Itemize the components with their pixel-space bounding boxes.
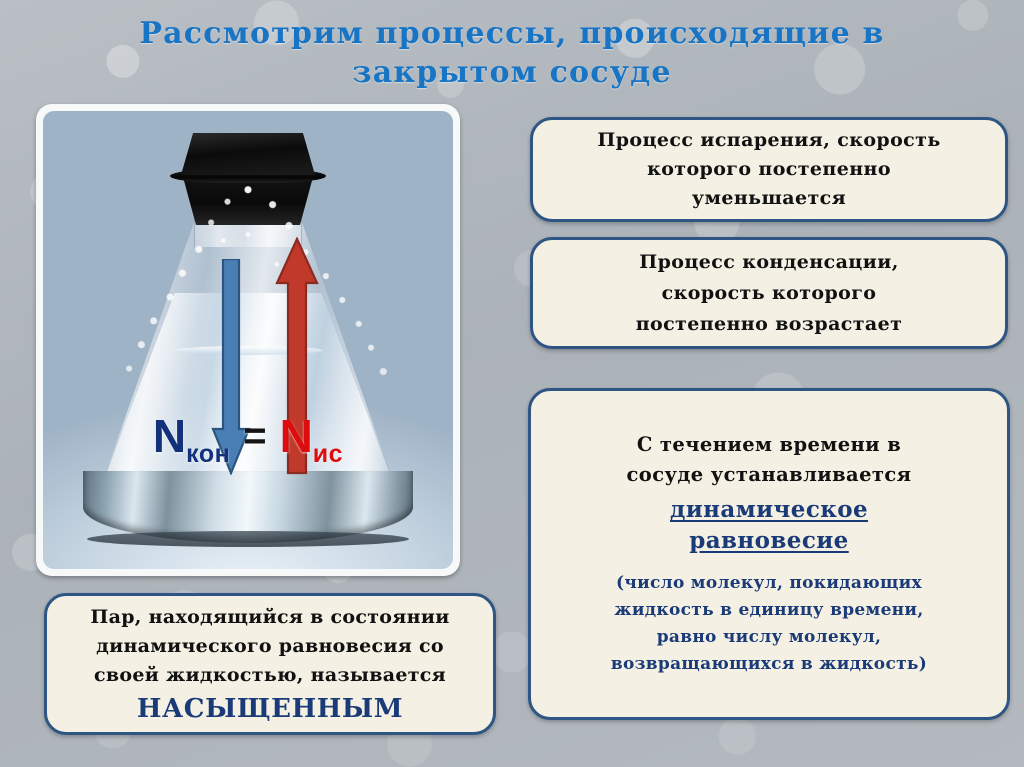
equilibrium-lead-line-1: С течением времени в [636, 433, 902, 456]
formula-left-symbol: N [152, 409, 187, 462]
formula-right-symbol: N [279, 409, 313, 462]
saturated-keyword: НАСЫЩЕННЫМ [136, 693, 404, 724]
callout-equilibrium: С течением времени в сосуде устанавливае… [528, 388, 1010, 720]
flask-photo: Nкон = Nис [43, 111, 453, 569]
formula-left-subscript: кон [186, 440, 231, 468]
saturated-line-1: Пар, находящийся в состоянии [90, 605, 450, 628]
formula-operator: = [243, 413, 267, 458]
callout-evaporation: Процесс испарения, скорость которого пос… [530, 117, 1008, 222]
equilibrium-formula: Nкон = Nис [43, 409, 453, 469]
condensation-droplets [43, 151, 453, 449]
equilibrium-term-line-2: равновесие [689, 527, 849, 554]
flask-base-rim [87, 531, 409, 547]
callout-evaporation-line-2: которого постепенно [647, 158, 891, 180]
formula-right-subscript: ис [312, 440, 344, 468]
callout-condensation-line-2: скорость которого [661, 281, 877, 304]
equilibrium-note-line-4: возвращающихся в жидкость) [610, 654, 928, 674]
equilibrium-term: динамическое равновесие [670, 494, 868, 556]
equilibrium-note-line-3: равно числу молекул, [656, 627, 882, 647]
equilibrium-term-line-1: динамическое [669, 496, 869, 523]
equilibrium-note: (число молекул, покидающих жидкость в ед… [611, 570, 927, 678]
title-line-1: Рассмотрим процессы, происходящие в [139, 16, 885, 51]
callout-condensation-line-1: Процесс конденсации, [639, 250, 899, 273]
equilibrium-lead: С течением времени в сосуде устанавливае… [627, 430, 912, 490]
evaporation-arrow-icon [275, 237, 319, 475]
callout-condensation-line-3: постепенно возрастает [635, 312, 903, 335]
saturated-line-3: своей жидкостью, называется [94, 663, 446, 686]
condensation-arrow-icon [211, 259, 251, 475]
equilibrium-lead-line-2: сосуде устанавливается [626, 463, 912, 486]
callout-saturated-vapour: Пар, находящийся в состоянии динамическо… [44, 593, 496, 735]
callout-evaporation-line-3: уменьшается [691, 187, 847, 209]
equilibrium-note-line-1: (число молекул, покидающих [616, 573, 922, 593]
page-title: Рассмотрим процессы, происходящие в закр… [60, 14, 964, 92]
equilibrium-note-line-2: жидкость в единицу времени, [614, 600, 924, 620]
formula-right: Nис [279, 409, 344, 468]
saturated-line-2: динамического равновесия со [96, 634, 444, 657]
formula-left: Nкон [152, 409, 230, 468]
callout-evaporation-line-1: Процесс испарения, скорость [597, 129, 941, 151]
title-line-2: закрытом сосуде [352, 55, 672, 90]
callout-condensation: Процесс конденсации, скорость которого п… [530, 237, 1008, 349]
flask-image-frame: Nкон = Nис [36, 104, 460, 576]
